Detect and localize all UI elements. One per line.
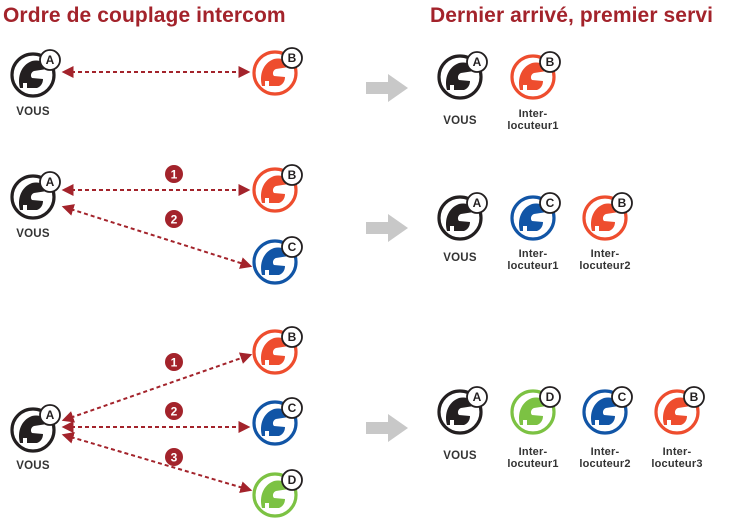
vous-label: VOUS <box>16 106 50 118</box>
interlocutor1-label: Inter- locuteur1 <box>507 446 559 470</box>
heading-last-first-served: Dernier arrivé, premier servi <box>430 4 714 27</box>
result-arrow-row3 <box>366 414 408 442</box>
helmet-letter: A <box>46 53 55 67</box>
helmet-a-result2: A <box>439 192 488 239</box>
helmet-a-result1: A <box>439 51 488 98</box>
interlocutor2-label: Inter- locuteur2 <box>579 248 631 272</box>
vous-label: VOUS <box>16 460 50 472</box>
vous-label: VOUS <box>443 115 477 127</box>
helmet-c-row3: C <box>254 397 303 444</box>
helmet-b-row1: B <box>254 47 303 94</box>
helmet-letter: A <box>473 196 482 210</box>
pairing-arrow-ac-row2 <box>61 204 253 269</box>
helmet-letter: B <box>288 330 297 344</box>
helmet-b-result1: B <box>512 51 561 98</box>
helmet-letter: D <box>546 390 555 404</box>
pairing-arrow-ad-row3 <box>61 431 253 494</box>
vous-label: VOUS <box>443 450 477 462</box>
step-badge-1: 1 <box>165 353 183 371</box>
step-badge-2: 2 <box>165 402 183 420</box>
helmet-a-row1: A <box>12 49 61 96</box>
helmet-letter: A <box>473 390 482 404</box>
svg-text:2: 2 <box>171 213 178 227</box>
helmet-b-row2: B <box>254 164 303 211</box>
helmet-letter: B <box>618 196 627 210</box>
helmet-c-result3: C <box>584 386 633 433</box>
helmet-letter: B <box>546 55 555 69</box>
helmet-d-row3: D <box>254 469 303 516</box>
helmet-d-result3: D <box>512 386 561 433</box>
helmet-letter: A <box>46 408 55 422</box>
svg-text:3: 3 <box>171 451 178 465</box>
helmet-a-result3: A <box>439 386 488 433</box>
step-badge-2: 2 <box>165 210 183 228</box>
svg-text:1: 1 <box>171 168 178 182</box>
helmet-letter: C <box>546 196 555 210</box>
helmet-letter: D <box>288 473 297 487</box>
svg-text:1: 1 <box>171 356 178 370</box>
helmet-letter: C <box>288 240 297 254</box>
helmet-c-row2: C <box>254 236 303 283</box>
result-arrow-row2 <box>366 214 408 242</box>
helmet-letter: B <box>690 390 699 404</box>
helmet-b-result3: B <box>656 386 705 433</box>
helmet-letter: C <box>618 390 627 404</box>
interlocutor1-label: Inter- locuteur1 <box>507 248 559 272</box>
helmet-b-row3: B <box>254 326 303 373</box>
helmet-a-row2: A <box>12 171 61 218</box>
interlocutor3-label: Inter- locuteur3 <box>651 446 703 470</box>
helmet-b-result2: B <box>584 192 633 239</box>
heading-pairing-order: Ordre de couplage intercom <box>3 4 286 27</box>
step-badge-3: 3 <box>165 448 183 466</box>
interlocutor1-label: Inter- locuteur1 <box>507 108 559 132</box>
helmet-letter: B <box>288 51 297 65</box>
result-arrow-row1 <box>366 74 408 102</box>
pairing-arrow-ab-row3 <box>61 352 253 423</box>
svg-text:2: 2 <box>171 405 178 419</box>
helmet-a-row3: A <box>12 404 61 451</box>
helmet-letter: B <box>288 168 297 182</box>
vous-label: VOUS <box>443 252 477 264</box>
helmet-c-result2: C <box>512 192 561 239</box>
helmet-letter: C <box>288 401 297 415</box>
interlocutor2-label: Inter- locuteur2 <box>579 446 631 470</box>
helmet-letter: A <box>46 175 55 189</box>
vous-label: VOUS <box>16 228 50 240</box>
step-badge-1: 1 <box>165 165 183 183</box>
helmet-letter: A <box>473 55 482 69</box>
